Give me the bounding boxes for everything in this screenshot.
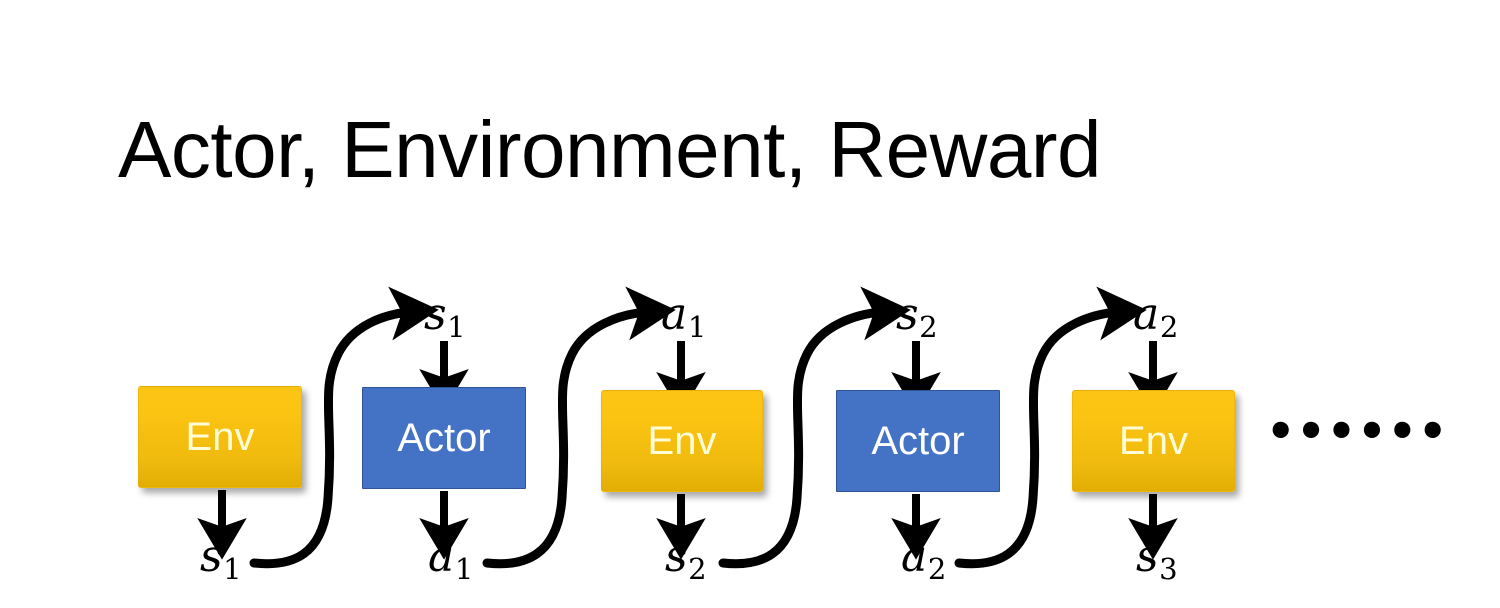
math-base: a <box>901 531 928 582</box>
node-box-label: Env <box>185 415 255 459</box>
node-box-actor-1[interactable]: Actor <box>362 387 526 489</box>
math-base: s <box>1136 531 1159 582</box>
bottom-label-bot-s3: s3 <box>1136 535 1178 584</box>
math-base: s <box>200 531 223 582</box>
math-subscript: 1 <box>454 551 474 586</box>
math-base: a <box>1133 289 1160 340</box>
node-box-env-1[interactable]: Env <box>138 386 302 488</box>
math-subscript: 3 <box>1159 551 1178 586</box>
page-title: Actor, Environment, Reward <box>118 105 1101 194</box>
node-box-env-3[interactable]: Env <box>1072 390 1235 492</box>
top-label-top-s2: s2 <box>896 293 938 342</box>
math-base: s <box>896 289 919 340</box>
math-subscript: 1 <box>687 309 707 344</box>
bottom-label-bot-s2: s2 <box>665 535 707 584</box>
node-box-label: Actor <box>397 416 491 460</box>
node-box-label: Env <box>647 419 717 463</box>
math-base: s <box>424 289 447 340</box>
math-subscript: 2 <box>919 309 938 344</box>
bottom-label-bot-a1: a1 <box>428 535 473 584</box>
node-box-label: Actor <box>871 419 965 463</box>
top-label-top-a1: a1 <box>661 293 706 342</box>
math-subscript: 1 <box>223 551 242 586</box>
math-subscript: 1 <box>447 309 466 344</box>
trailing-ellipsis: •••••• <box>1266 404 1449 458</box>
top-label-top-s1: s1 <box>424 293 466 342</box>
bottom-label-bot-a2: a2 <box>901 535 946 584</box>
math-base: s <box>665 531 688 582</box>
bottom-label-bot-s1: s1 <box>200 535 242 584</box>
math-subscript: 2 <box>1159 309 1179 344</box>
top-label-top-a2: a2 <box>1133 293 1178 342</box>
node-box-label: Env <box>1119 419 1188 463</box>
math-subscript: 2 <box>688 551 707 586</box>
node-box-env-2[interactable]: Env <box>601 390 763 492</box>
node-box-actor-2[interactable]: Actor <box>836 390 1000 492</box>
math-subscript: 2 <box>927 551 947 586</box>
math-base: a <box>661 289 688 340</box>
math-base: a <box>428 531 455 582</box>
